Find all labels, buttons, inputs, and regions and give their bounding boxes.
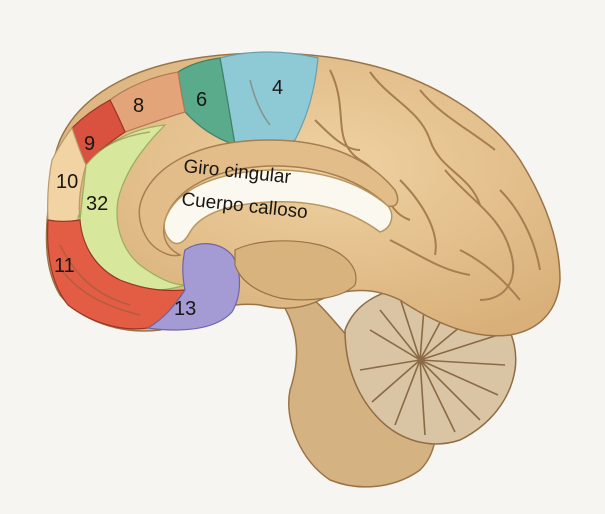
area-32-label: 32 — [86, 193, 108, 215]
area-11-label: 11 — [54, 255, 75, 277]
area-6-label: 6 — [196, 89, 207, 111]
area-9-label: 9 — [84, 133, 95, 155]
area-4-label: 4 — [272, 77, 283, 99]
area-8-label: 8 — [133, 95, 144, 117]
area-10-label: 10 — [56, 171, 78, 193]
area-13-label: 13 — [174, 298, 196, 320]
